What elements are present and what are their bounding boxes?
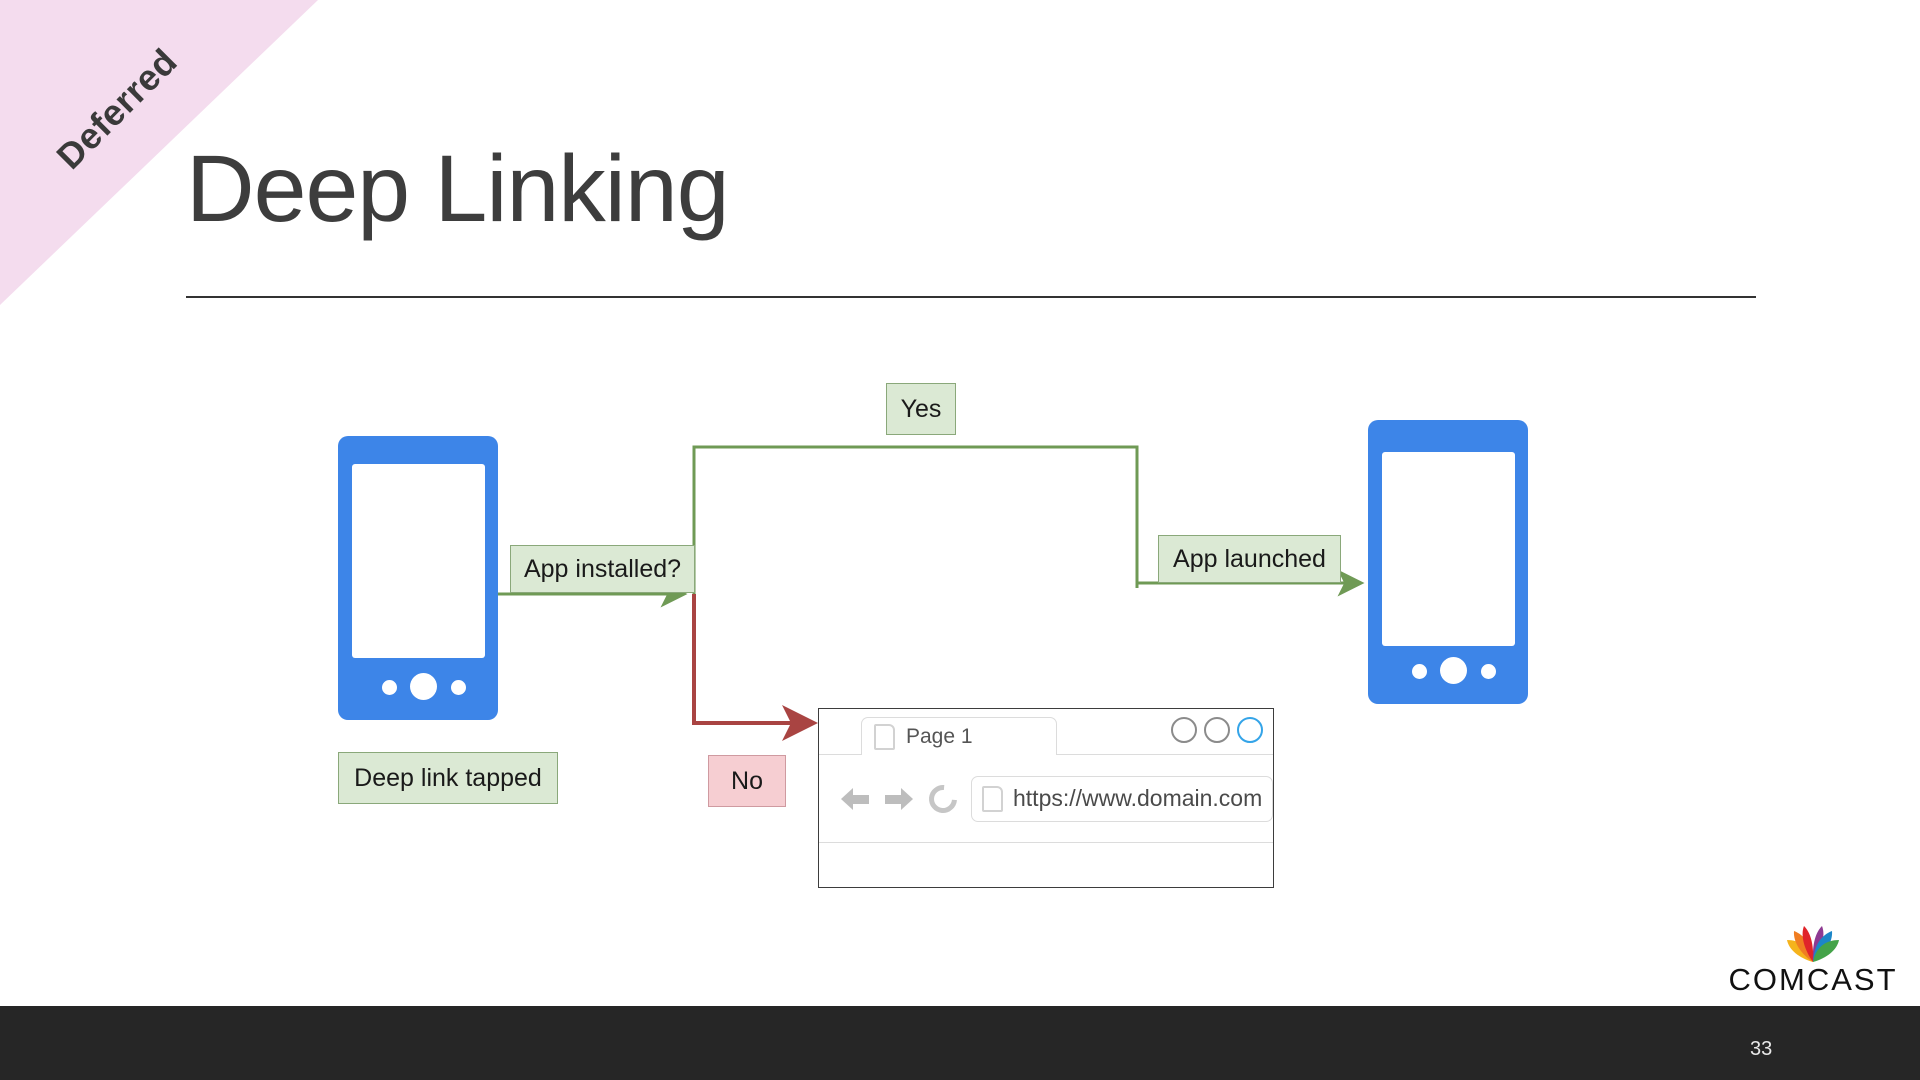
window-control-close-icon[interactable] xyxy=(1237,717,1263,743)
phone-button-back-left xyxy=(382,680,397,695)
comcast-logo: COMCAST xyxy=(1718,912,1908,998)
page-icon xyxy=(874,723,895,750)
phone-screen-left xyxy=(352,464,485,658)
flow-label-no: No xyxy=(708,755,786,807)
browser-tab-page-1[interactable]: Page 1 xyxy=(861,717,1057,755)
phone-device-right xyxy=(1368,420,1528,704)
phone-button-home-left xyxy=(410,673,437,700)
forward-arrow-icon[interactable] xyxy=(883,786,913,812)
browser-window-mock: Page 1 https://www.domain.com xyxy=(818,708,1274,888)
reload-icon[interactable] xyxy=(923,778,963,819)
url-bar[interactable]: https://www.domain.com xyxy=(971,775,1274,822)
page-title: Deep Linking xyxy=(186,136,730,242)
window-control-maximize-icon[interactable] xyxy=(1204,717,1230,743)
phone-button-back-right xyxy=(1412,664,1427,679)
browser-toolbar: https://www.domain.com xyxy=(819,755,1274,843)
browser-tabstrip: Page 1 xyxy=(819,709,1273,755)
phone-button-menu-right xyxy=(1481,664,1496,679)
window-controls xyxy=(1171,717,1263,743)
edge-no xyxy=(692,594,818,741)
flow-label-app-launched: App launched xyxy=(1158,535,1341,583)
page-icon xyxy=(982,785,1003,812)
edge-yes xyxy=(692,445,1139,594)
flow-label-deep-link-tapped: Deep link tapped xyxy=(338,752,558,804)
footer-bar xyxy=(0,1006,1920,1080)
page-number: 33 xyxy=(1750,1038,1773,1060)
back-arrow-icon[interactable] xyxy=(841,786,871,812)
window-control-minimize-icon[interactable] xyxy=(1171,717,1197,743)
phone-button-home-right xyxy=(1440,657,1467,684)
browser-tab-label: Page 1 xyxy=(906,724,973,748)
nbc-peacock-icon xyxy=(1787,926,1839,962)
browser-content-area xyxy=(819,843,1273,887)
phone-button-menu-left xyxy=(451,680,466,695)
url-text: https://www.domain.com xyxy=(1013,785,1263,811)
phone-device-left xyxy=(338,436,498,720)
comcast-wordmark: COMCAST xyxy=(1728,962,1898,997)
phone-screen-right xyxy=(1382,452,1515,646)
title-divider xyxy=(186,296,1756,298)
flow-label-app-installed: App installed? xyxy=(510,545,695,593)
flow-label-yes: Yes xyxy=(886,383,956,435)
